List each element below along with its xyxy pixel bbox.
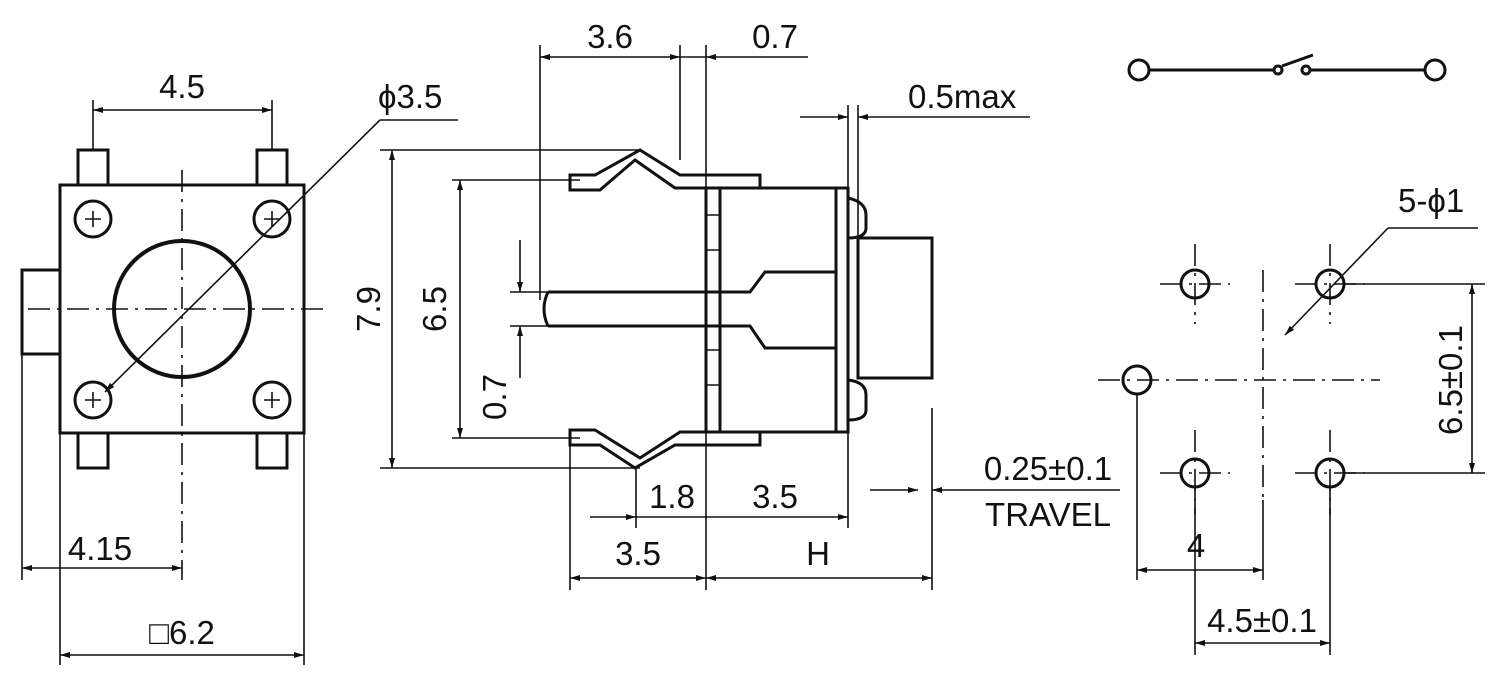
side-tab (20, 268, 62, 356)
height-6-5-label: 6.5 (416, 286, 453, 332)
offset-label: 4.15 (68, 530, 132, 567)
dim-3-5-a-label: 3.5 (752, 478, 798, 515)
bottom-leg (568, 428, 762, 470)
center-terminal (542, 270, 836, 350)
bottom-left-pin (76, 431, 110, 470)
dim-0-5max-label: 0.5max (908, 78, 1017, 115)
dim-h-label: H (806, 535, 830, 572)
switch-schematic-symbol (1127, 53, 1447, 82)
actuator-diameter-label: ϕ3.5 (378, 78, 442, 115)
side-actuator (856, 236, 934, 380)
mounting-hole-tl (73, 199, 113, 239)
mounting-hole-tr (252, 199, 292, 239)
travel-label: TRAVEL (985, 496, 1111, 533)
dim-0-7-top-label: 0.7 (752, 18, 798, 55)
dim-1-8-label: 1.8 (649, 478, 695, 515)
body-size-label: □6.2 (149, 614, 215, 651)
travel-value-label: 0.25±0.1 (984, 450, 1112, 487)
pcb-horizontal-pitch-label: 4.5±0.1 (1207, 602, 1317, 639)
hole-leader (1284, 227, 1389, 336)
pcb-vertical-pitch-label: 6.5±0.1 (1432, 325, 1469, 435)
height-7-9-label: 7.9 (350, 286, 387, 332)
mounting-hole-bl (73, 380, 113, 420)
bottom-right-pin (255, 431, 289, 470)
dim-0-7-left-label: 0.7 (476, 374, 513, 420)
top-left-pin (76, 148, 110, 187)
dim-3-6-label: 3.6 (587, 18, 633, 55)
pin-pitch-label: 4.5 (159, 68, 205, 105)
side-plate (704, 186, 722, 434)
top-leg (568, 148, 762, 192)
side-body (718, 186, 850, 434)
diameter-leader (104, 119, 381, 393)
pcb-offset-4-label: 4 (1187, 527, 1205, 564)
front-view: 4.5 ϕ3.5 4.15 □6.2 (20, 68, 458, 665)
top-right-pin (255, 148, 289, 187)
dim-3-5-b-label: 3.5 (615, 535, 661, 572)
pcb-layout: 5-ϕ1 6.5±0.1 4 4.5±0.1 (1098, 182, 1485, 655)
mounting-hole-br (252, 380, 292, 420)
pcb-holes-label: 5-ϕ1 (1398, 182, 1464, 219)
side-view: 3.6 0.7 0.5max 7.9 6.5 0.7 1.8 3.5 3.5 H… (350, 18, 1120, 590)
